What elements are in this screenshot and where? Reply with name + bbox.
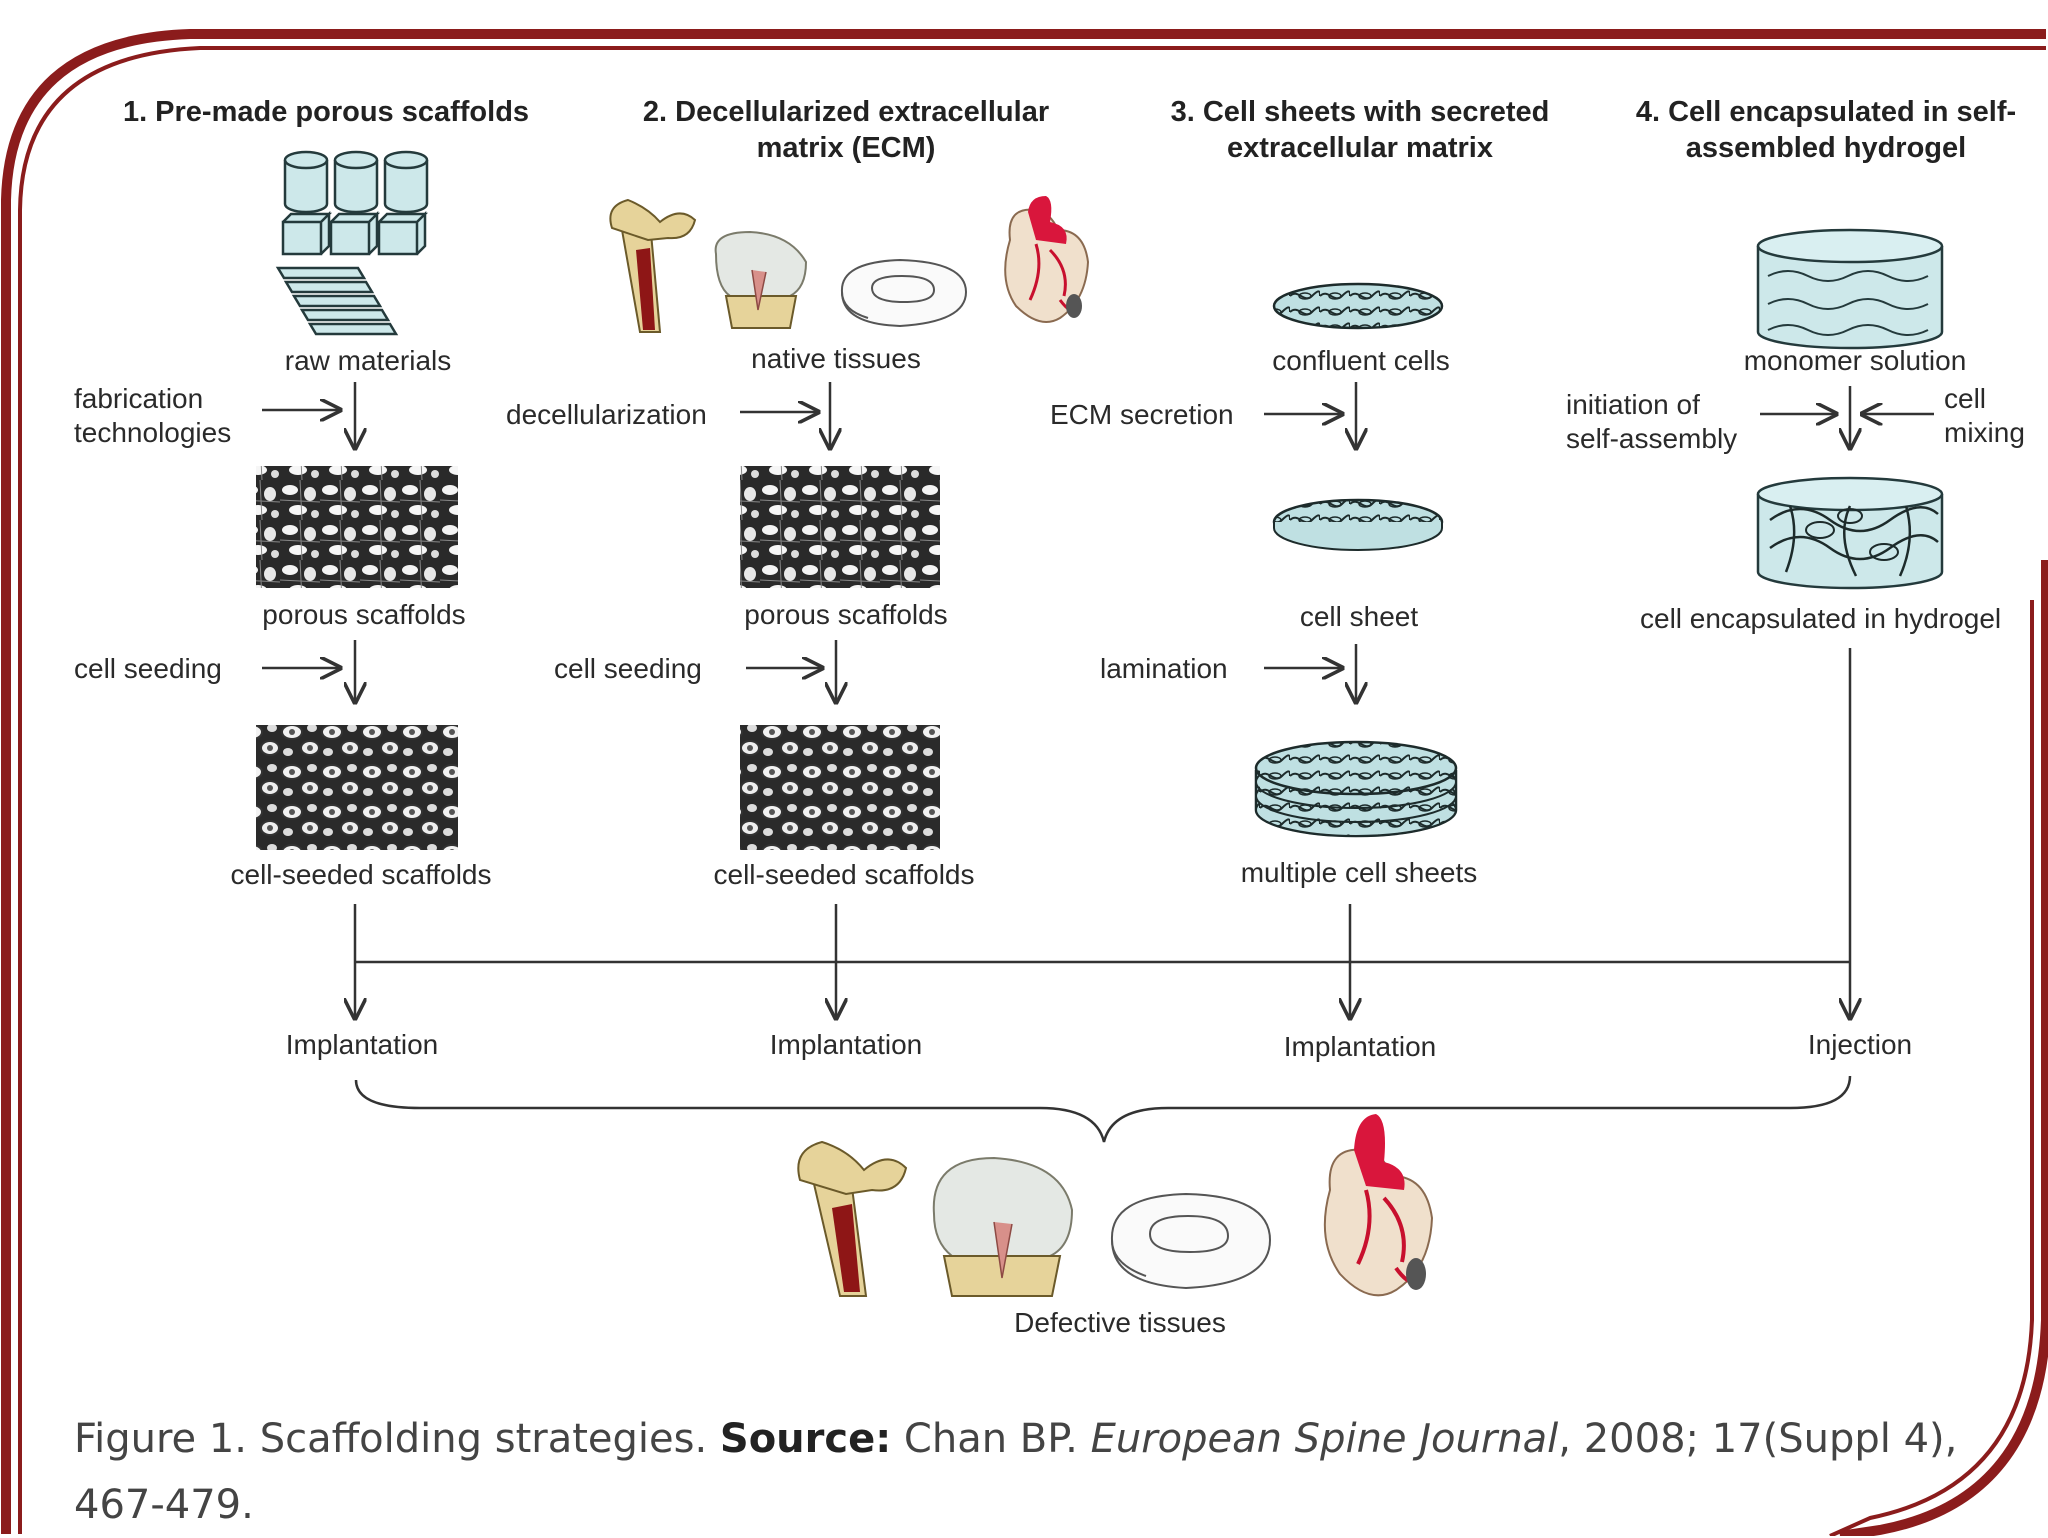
hydrogel-beaker-icon	[1756, 228, 1944, 350]
decorative-frame	[1, 29, 2048, 1536]
lamination-label: lamination	[1100, 653, 1228, 684]
raw-materials-label: raw materials	[284, 345, 452, 376]
column-4-title: 4. Cell encapsulated in self- assembled …	[1635, 96, 2017, 164]
intervertebral-disc-icon	[1110, 1192, 1272, 1290]
decellularization-label: decellularization	[506, 399, 707, 430]
cell-encapsulated-hydrogel-icon	[1756, 476, 1944, 590]
fabrication-technologies-label: fabrication technologies	[74, 383, 232, 448]
column-1-title: 1. Pre-made porous scaffolds	[122, 96, 530, 128]
native-tissues-label: native tissues	[751, 343, 921, 374]
cell-seeded-scaffolds-label: cell-seeded scaffolds	[230, 859, 492, 890]
heart-icon	[1004, 196, 1090, 323]
porous-texture-icon	[256, 466, 458, 588]
femur-icon	[609, 198, 697, 333]
caption-prefix: Figure 1. Scaffolding strategies.	[74, 1416, 720, 1462]
knee-joint-icon	[714, 230, 808, 329]
implantation-label: Implantation	[285, 1029, 439, 1060]
cell-seeding-label: cell seeding	[74, 653, 222, 684]
block-scaffold-icon	[281, 210, 429, 256]
injection-label: Injection	[1807, 1029, 1913, 1060]
figure-caption: Figure 1. Scaffolding strategies. Source…	[74, 1406, 1974, 1538]
cell-encapsulated-in-hydrogel-label: cell encapsulated in hydrogel	[1640, 603, 2002, 634]
caption-pages: 467-479.	[74, 1482, 254, 1528]
cell-sheet-icon	[1272, 498, 1444, 551]
cell-seeded-texture-icon	[256, 725, 458, 850]
flow-arrows	[262, 382, 1934, 1143]
caption-source-label: Source:	[719, 1416, 892, 1462]
cell-seeding-label: cell seeding	[554, 653, 702, 684]
porous-scaffolds-label: porous scaffolds	[744, 599, 948, 630]
caption-citation: , 2008; 17(Suppl 4),	[1558, 1416, 1958, 1462]
femur-icon	[797, 1140, 908, 1297]
cell-mixing-label: cell mixing	[1944, 383, 2025, 448]
cylinder-scaffold-icon	[283, 150, 429, 214]
ecm-secretion-label: ECM secretion	[1050, 399, 1234, 430]
knee-joint-icon	[932, 1156, 1074, 1297]
column-3-title: 3. Cell sheets with secreted extracellul…	[1170, 96, 1550, 164]
cell-sheet-icon	[1272, 282, 1444, 330]
stacked-cell-sheets-icon	[1254, 740, 1458, 838]
heart-icon	[1323, 1114, 1434, 1297]
monomer-solution-label: monomer solution	[1743, 345, 1967, 376]
caption-authors: Chan BP.	[891, 1416, 1091, 1462]
multiple-cell-sheets-label: multiple cell sheets	[1240, 857, 1478, 888]
column-2-title: 2. Decellularized extracellular matrix (…	[642, 96, 1050, 164]
intervertebral-disc-icon	[840, 258, 968, 328]
sheet-scaffold-icon	[275, 266, 399, 336]
defective-tissues-label: Defective tissues	[1014, 1307, 1226, 1338]
cell-seeded-scaffolds-label: cell-seeded scaffolds	[713, 859, 975, 890]
cell-sheet-label: cell sheet	[1299, 601, 1419, 632]
implantation-label: Implantation	[1283, 1031, 1437, 1062]
confluent-cells-label: confluent cells	[1272, 345, 1450, 376]
cell-seeded-texture-icon	[740, 725, 940, 850]
initiation-of-self-assembly-label: initiation of self-assembly	[1566, 389, 1738, 454]
porous-scaffolds-label: porous scaffolds	[262, 599, 466, 630]
caption-journal: European Spine Journal	[1090, 1416, 1559, 1462]
porous-texture-icon	[740, 466, 940, 588]
implantation-label: Implantation	[769, 1029, 923, 1060]
